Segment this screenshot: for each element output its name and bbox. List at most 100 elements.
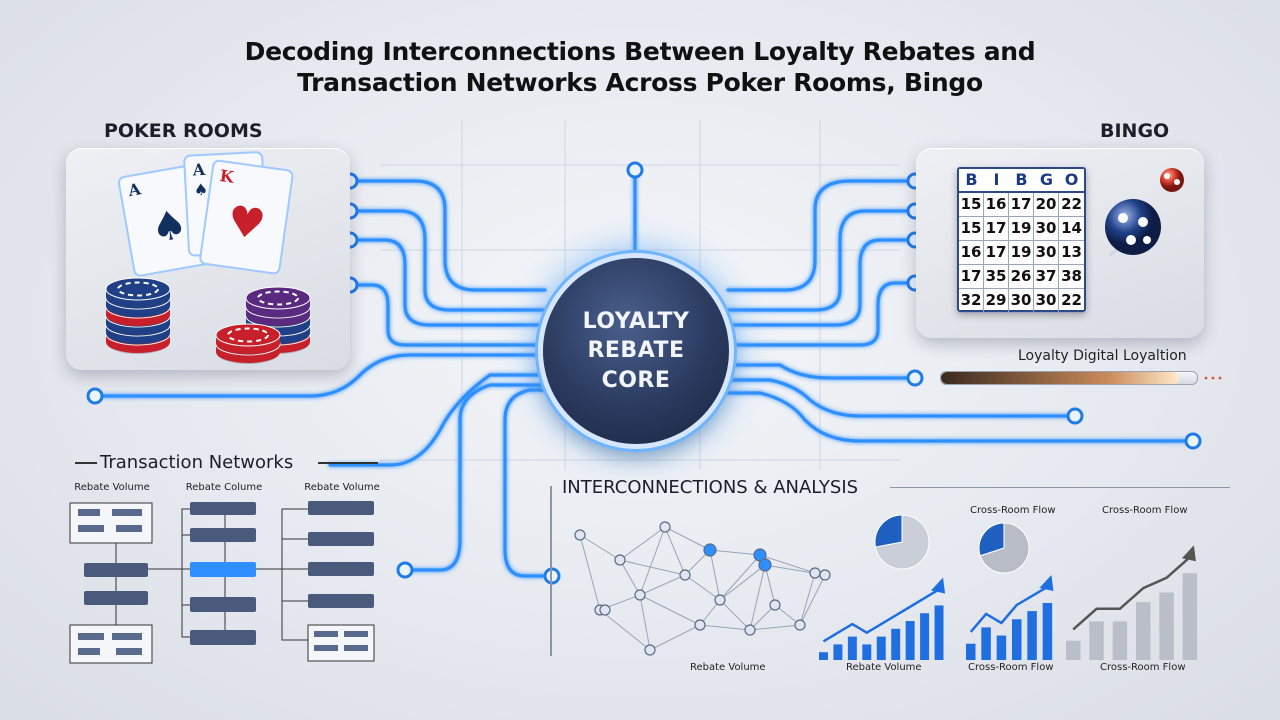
bingo-cell: 14 — [1059, 217, 1084, 241]
poker-chip-icon — [105, 277, 171, 309]
flow-mini-box — [78, 648, 100, 655]
node-right-2 — [1066, 407, 1084, 425]
bingo-cell: 29 — [984, 289, 1009, 313]
network-edge — [664, 526, 711, 551]
network-edge — [619, 526, 666, 561]
title-line-1: Decoding Interconnections Between Loyalt… — [244, 37, 1036, 66]
bingo-cell: 19 — [1009, 217, 1034, 241]
bingo-cell: 17 — [984, 217, 1009, 241]
bingo-cell: 32 — [959, 289, 984, 313]
link-left-low-1 — [403, 383, 547, 572]
core-label-line-3: CORE — [601, 367, 671, 393]
flow-node — [190, 597, 256, 612]
bar — [934, 605, 944, 660]
node-analysis — [543, 567, 561, 585]
network-edge — [719, 554, 761, 601]
network-edge — [649, 624, 701, 651]
network-node — [819, 569, 831, 581]
bingo-cell: 15 — [959, 193, 984, 217]
node-top — [626, 161, 644, 179]
bingo-cell: 35 — [984, 265, 1009, 289]
bingo-cell: 16 — [984, 193, 1009, 217]
link-poker-4 — [348, 283, 547, 347]
network-edge — [599, 609, 651, 651]
bar — [833, 644, 843, 660]
bar — [996, 635, 1007, 660]
link-right-3 — [726, 391, 1195, 443]
flow-column-header-2: Rebate Colume — [185, 482, 263, 493]
network-node — [599, 604, 611, 616]
network-edge — [799, 572, 816, 626]
bar — [862, 644, 872, 660]
link-bingo-2 — [726, 209, 917, 312]
transaction-flow-diagram — [69, 501, 375, 664]
bingo-header-letter: B — [965, 170, 978, 189]
flow-node — [190, 528, 256, 542]
network-edge — [619, 559, 686, 576]
core-label-line-1: LOYALTY — [582, 309, 690, 335]
bar — [1136, 602, 1151, 660]
bar — [1027, 611, 1037, 660]
network-edge — [664, 526, 686, 576]
bingo-cell: 30 — [1034, 241, 1059, 265]
bar — [920, 613, 930, 660]
loyalty-bar-label: Loyalty Digital Loyaltion — [1018, 348, 1187, 364]
flow-node — [308, 532, 374, 546]
trend-arrow-icon — [931, 577, 946, 594]
link-bingo-4 — [726, 281, 917, 347]
pie-chart-1 — [874, 514, 930, 570]
bingo-cell: 15 — [959, 217, 984, 241]
flow-mini-box — [314, 645, 338, 651]
network-node — [769, 599, 781, 611]
network-edge — [639, 574, 686, 596]
core-label-line-2: REBATE — [587, 338, 685, 364]
bar — [847, 636, 857, 660]
bingo-cell: 17 — [1009, 193, 1034, 217]
bingo-cell: 17 — [959, 265, 984, 289]
network-graph — [574, 521, 831, 656]
bingo-cell: 30 — [1009, 289, 1034, 313]
flow-mini-box — [116, 648, 142, 655]
bingo-ball-red-icon — [1160, 168, 1184, 192]
flow-node — [84, 563, 148, 577]
poker-chip-icon — [215, 323, 281, 355]
network-edge — [709, 549, 721, 601]
ellipsis-icon — [1204, 376, 1222, 380]
bingo-header-letter: G — [1039, 170, 1054, 189]
flow-node — [190, 630, 256, 645]
bingo-cell: 38 — [1059, 265, 1084, 289]
pie-1-label: Cross-Room Flow — [970, 505, 1056, 516]
link-poker-1 — [348, 179, 547, 292]
bingo-cell: 13 — [1059, 241, 1084, 265]
bar — [981, 627, 991, 660]
pie-slice — [874, 514, 903, 548]
flow-node — [308, 562, 374, 576]
pie-2-label: Cross-Room Flow — [1102, 505, 1188, 516]
bar — [905, 621, 915, 660]
bingo-cell: 30 — [1034, 289, 1059, 313]
trend-arrow-icon — [1181, 545, 1196, 562]
network-node — [634, 589, 646, 601]
link-right-1 — [726, 363, 917, 380]
network-edge — [764, 564, 776, 606]
network-node — [644, 644, 656, 656]
network-edge — [749, 624, 801, 631]
network-node — [714, 594, 726, 606]
bar-chart-3 — [1066, 545, 1198, 660]
bar — [1089, 621, 1104, 660]
bar — [891, 628, 901, 660]
trend-line — [969, 585, 1049, 633]
bingo-cell: 16 — [959, 241, 984, 265]
network-edge — [759, 554, 816, 574]
poker-chip-icon — [245, 286, 311, 318]
bingo-header-letter: I — [993, 170, 1000, 189]
analysis-rule — [890, 487, 1230, 488]
pie-chart-2 — [978, 522, 1030, 574]
bingo-cell: 20 — [1034, 193, 1059, 217]
flow-node-highlight — [190, 562, 256, 577]
bingo-cell: 30 — [1034, 217, 1059, 241]
network-edge — [749, 604, 776, 631]
bingo-cell: 22 — [1059, 289, 1084, 313]
